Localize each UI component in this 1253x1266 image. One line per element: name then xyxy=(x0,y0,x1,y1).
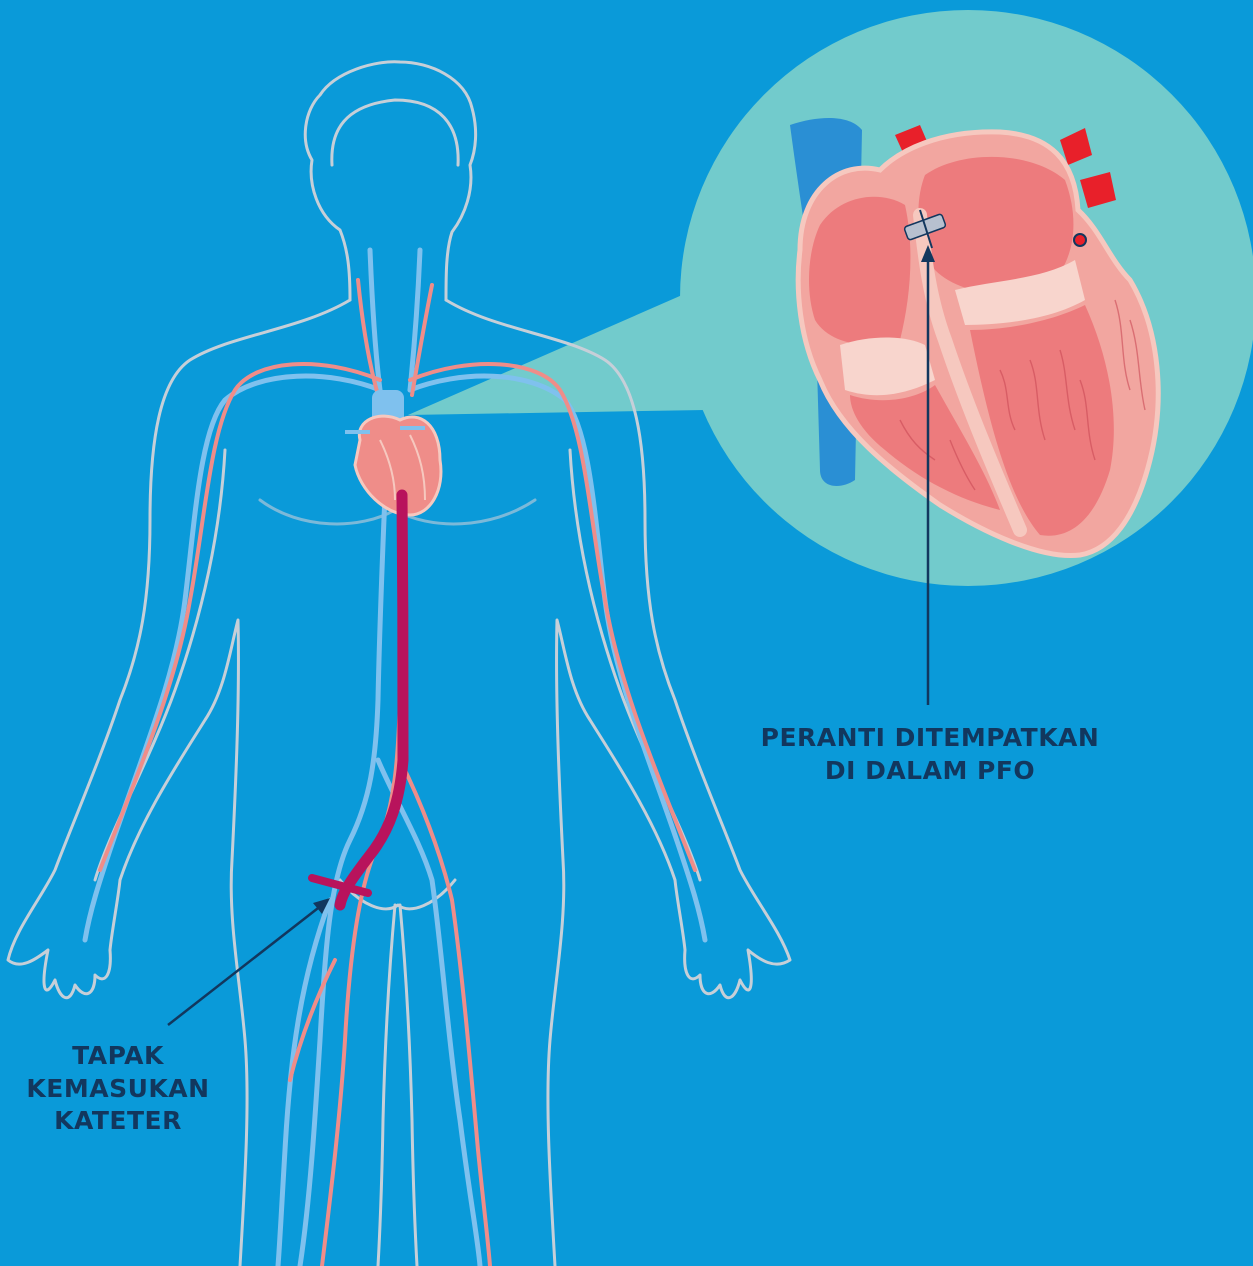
right-inner-arm xyxy=(570,450,700,880)
artery-aorta xyxy=(322,420,402,1266)
leg-inner-left xyxy=(378,905,395,1266)
vein-left-leg-outer xyxy=(278,900,330,1266)
face-inner-outline xyxy=(332,100,458,165)
left-inner-arm xyxy=(95,450,225,880)
device-label: PERANTI DITEMPATKAN DI DALAM PFO xyxy=(735,722,1125,787)
entry-label-line-3: KATETER xyxy=(8,1105,228,1138)
entry-label: TAPAK KEMASUKAN KATETER xyxy=(8,1040,228,1138)
entry-label-line-2: KEMASUKAN xyxy=(8,1073,228,1106)
head-outline xyxy=(305,62,475,300)
groin-curve xyxy=(340,880,455,909)
catheter xyxy=(312,495,403,905)
leg-inner-right xyxy=(400,905,417,1266)
device-label-line-2: DI DALAM PFO xyxy=(735,755,1125,788)
entry-label-line-1: TAPAK xyxy=(8,1040,228,1073)
device-label-line-1: PERANTI DITEMPATKAN xyxy=(735,722,1125,755)
coronary-artery-dot xyxy=(1074,234,1086,246)
